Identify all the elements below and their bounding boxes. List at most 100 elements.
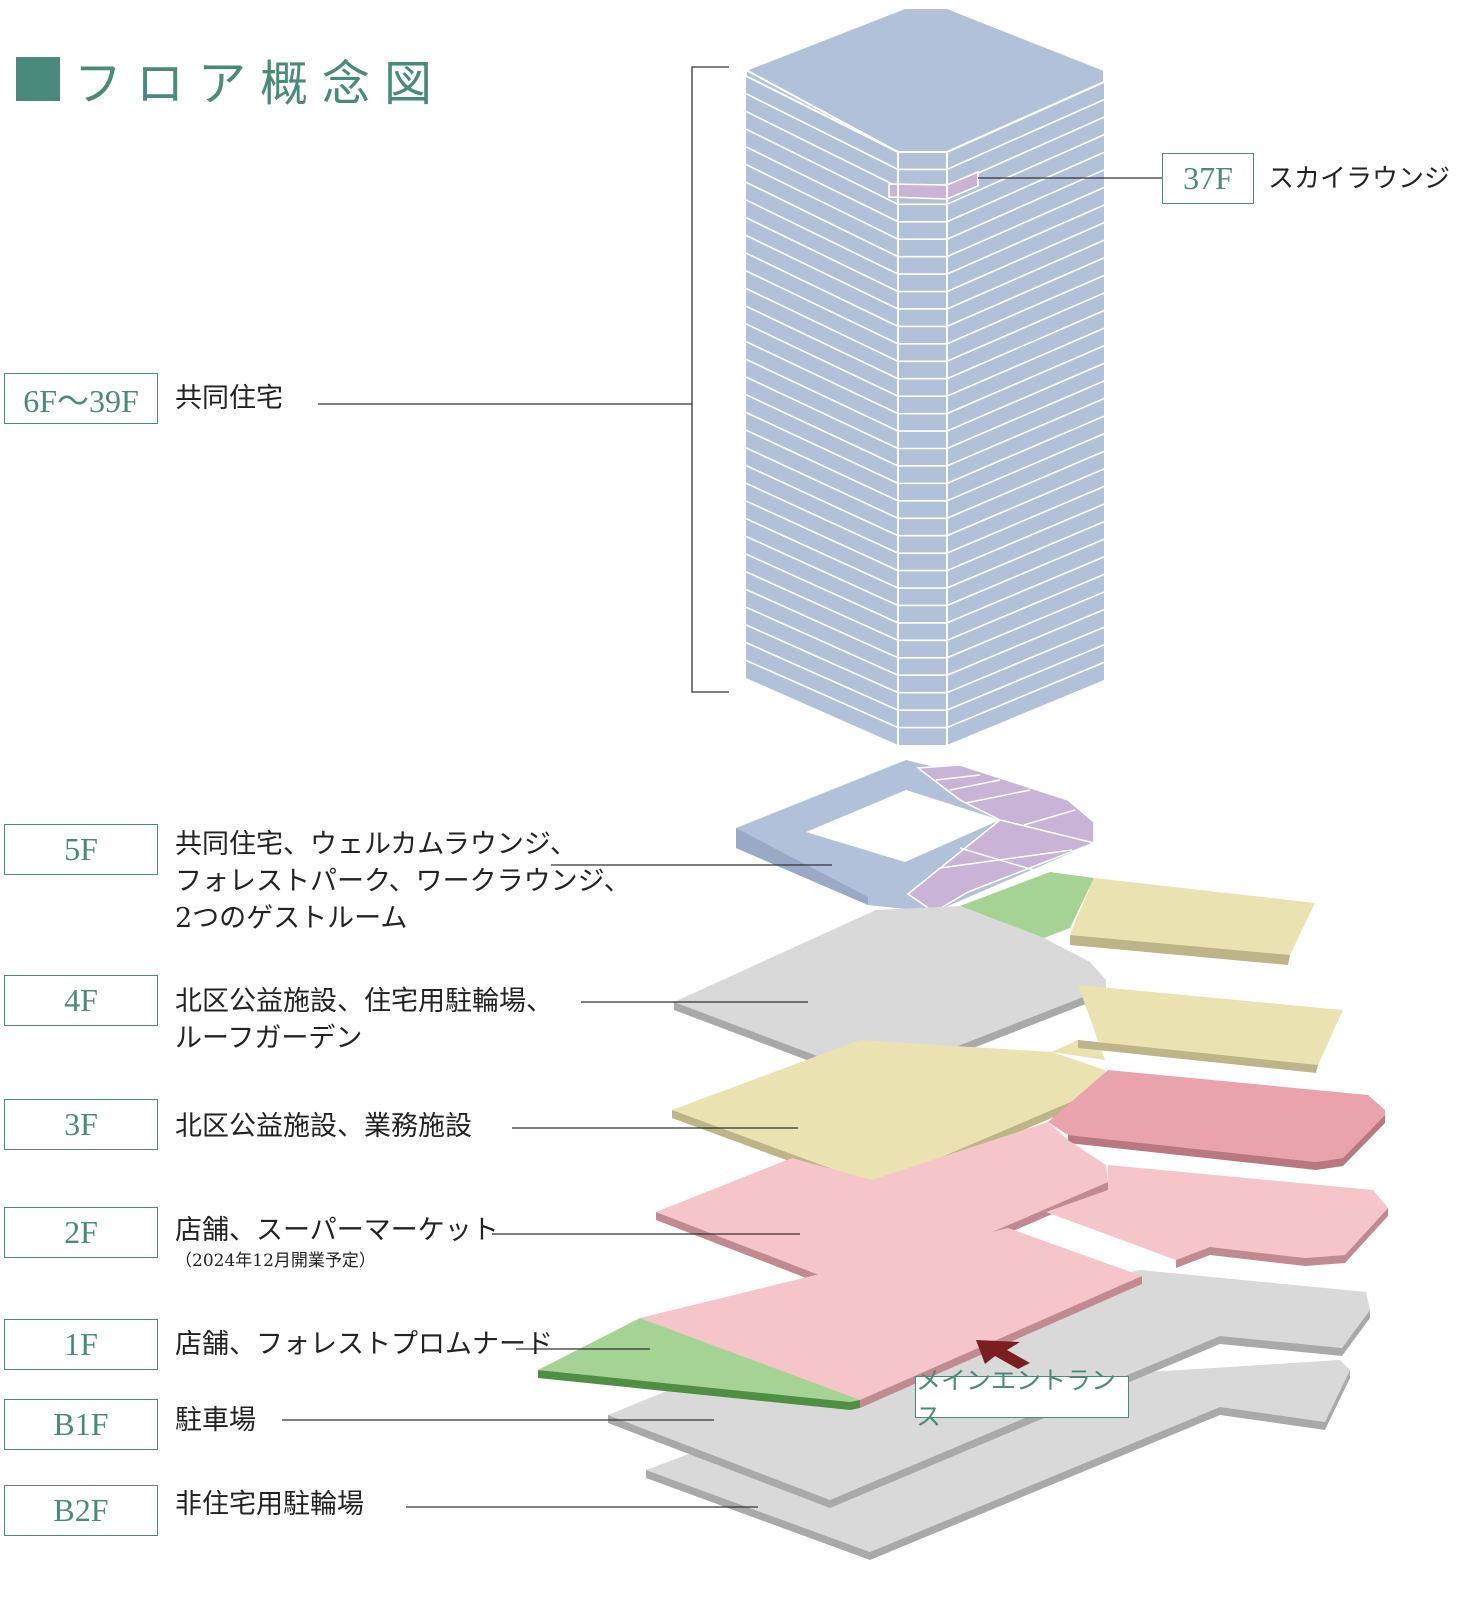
tower-floor-line	[946, 468, 1105, 537]
tower	[745, 7, 1105, 745]
tower-floor-line	[745, 340, 899, 415]
floor-desc-line: 共同住宅、ウェルカムラウンジ、	[175, 829, 578, 860]
tower-floor-lines	[745, 75, 1105, 729]
floor-5f-slab	[736, 760, 1315, 965]
tower-floor-line	[745, 606, 899, 676]
tower-floor-line	[946, 274, 1105, 345]
tower-floor-line	[745, 234, 899, 310]
tower-floor-line	[946, 485, 1105, 554]
floor-desc-line: フォレストパーク、ワークラウンジ、	[175, 866, 631, 897]
tower-floor-line	[745, 216, 899, 293]
tower-floor-line	[946, 626, 1105, 694]
tower-floor-line	[745, 376, 899, 450]
floor-desc-line: 駐車場	[175, 1405, 256, 1436]
tower-floor-line	[946, 345, 1105, 415]
tower-floor-line	[946, 556, 1105, 624]
tower-floor-line	[946, 520, 1105, 589]
tower-floor-line	[946, 98, 1105, 171]
tower-floor-line	[745, 500, 899, 572]
tower-floor-line	[745, 411, 899, 485]
tower-floor-line	[745, 270, 899, 345]
tower-floor-line	[946, 397, 1105, 467]
floor-desc-line: 店舗、スーパーマーケット	[175, 1215, 499, 1246]
tower-floor-line	[745, 110, 899, 188]
tower-floor-line	[946, 503, 1105, 572]
floor-badge-b1f: B1F	[4, 1399, 158, 1450]
floor-desc-3f: 北区公益施設、業務施設	[175, 1108, 472, 1145]
floor-badge-4f: 4F	[4, 975, 158, 1026]
floor-desc-4f: 北区公益施設、住宅用駐輪場、 ルーフガーデン	[175, 983, 553, 1057]
tower-floor-line	[946, 169, 1105, 240]
floor-desc-1f: 店舗、フォレストプロムナード	[175, 1326, 553, 1363]
tower-floor-line	[745, 393, 899, 467]
floor-desc-note: （2024年12月開業予定）	[175, 1251, 376, 1271]
floor-desc-line: 北区公益施設、住宅用駐輪場、	[175, 986, 553, 1017]
floor-desc-b1f: 駐車場	[175, 1402, 256, 1439]
tower-floor-line	[946, 239, 1105, 310]
main-entrance-label: メインエントランス	[915, 1366, 1129, 1431]
tower-floor-line	[745, 305, 899, 380]
floor-desc-2f: 店舗、スーパーマーケット （2024年12月開業予定）	[175, 1212, 499, 1273]
tower-floor-line	[946, 309, 1105, 380]
tower-floor-line	[745, 429, 899, 502]
tower-floor-line	[745, 92, 899, 171]
tower-floor-line	[745, 659, 899, 729]
floor-badge-5f: 5F	[4, 824, 158, 875]
tower-bracket	[691, 66, 729, 693]
tower-floor-line	[946, 186, 1105, 258]
tower-floor-line	[745, 535, 899, 607]
floor-badge-b2f: B2F	[4, 1485, 158, 1536]
tower-floor-line	[745, 181, 899, 258]
floor-desc-line: 2つのゲストルーム	[175, 903, 408, 934]
floor-desc-line: 北区公益施設、業務施設	[175, 1111, 472, 1142]
tower-floor-line	[745, 146, 899, 223]
tower-floor-line	[946, 380, 1105, 450]
leader-lines	[282, 66, 1162, 1508]
tower-floor-line	[946, 134, 1105, 206]
tower-floor-line	[745, 517, 899, 589]
tower-floor-line	[946, 661, 1105, 729]
tower-floor-line	[946, 415, 1105, 485]
sky-lounge-badge: 37F	[1162, 153, 1254, 204]
sky-lounge-label: スカイラウンジ	[1268, 164, 1451, 194]
entrance-arrow-icon	[976, 1340, 1030, 1369]
page-title: フロア概念図	[16, 44, 446, 114]
floor-desc-b2f: 非住宅用駐輪場	[175, 1486, 364, 1523]
floor-desc-line: ルーフガーデン	[175, 1023, 363, 1054]
floor-badge-2f: 2F	[4, 1207, 158, 1258]
tower-floor-line	[946, 608, 1105, 676]
tower-floor-line	[745, 128, 899, 206]
tower-floor-line	[745, 588, 899, 659]
tower-floor-line	[946, 362, 1105, 432]
tower-floor-line	[946, 204, 1105, 275]
tower-floor-line	[946, 433, 1105, 502]
tower-floor-line	[946, 221, 1105, 293]
tower-floor-line	[745, 464, 899, 537]
title-text: フロア概念図	[74, 56, 447, 112]
floor-desc-6f-39f: 共同住宅	[175, 380, 283, 417]
floor-3f-slab	[672, 1040, 1385, 1193]
tower-right-face	[947, 82, 1104, 745]
floor-badge-3f: 3F	[4, 1099, 158, 1150]
tower-floor-line	[946, 538, 1105, 607]
floor-desc-line: 店舗、フォレストプロムナード	[175, 1329, 553, 1360]
tower-floor-line	[745, 252, 899, 328]
tower-floor-line	[745, 163, 899, 240]
tower-floor-line	[745, 553, 899, 624]
tower-floor-line	[946, 327, 1105, 397]
tower-floor-line	[745, 447, 899, 519]
tower-floor-line	[946, 591, 1105, 659]
tower-floor-line	[745, 482, 899, 554]
tower-floor-line	[946, 151, 1105, 223]
floor-desc-5f: 共同住宅、ウェルカムラウンジ、 フォレストパーク、ワークラウンジ、 2つのゲスト…	[175, 826, 631, 937]
tower-floor-line	[745, 641, 899, 711]
tower-floor-line	[946, 450, 1105, 520]
floor-badge-6f-39f: 6F〜39F	[4, 373, 158, 424]
floor-desc-line: 非住宅用駐輪場	[175, 1489, 364, 1520]
tower-floor-line	[946, 257, 1105, 328]
tower-floor-line	[745, 571, 899, 642]
tower-floor-line	[946, 573, 1105, 642]
tower-floor-line	[745, 358, 899, 432]
title-square-icon	[16, 57, 60, 101]
